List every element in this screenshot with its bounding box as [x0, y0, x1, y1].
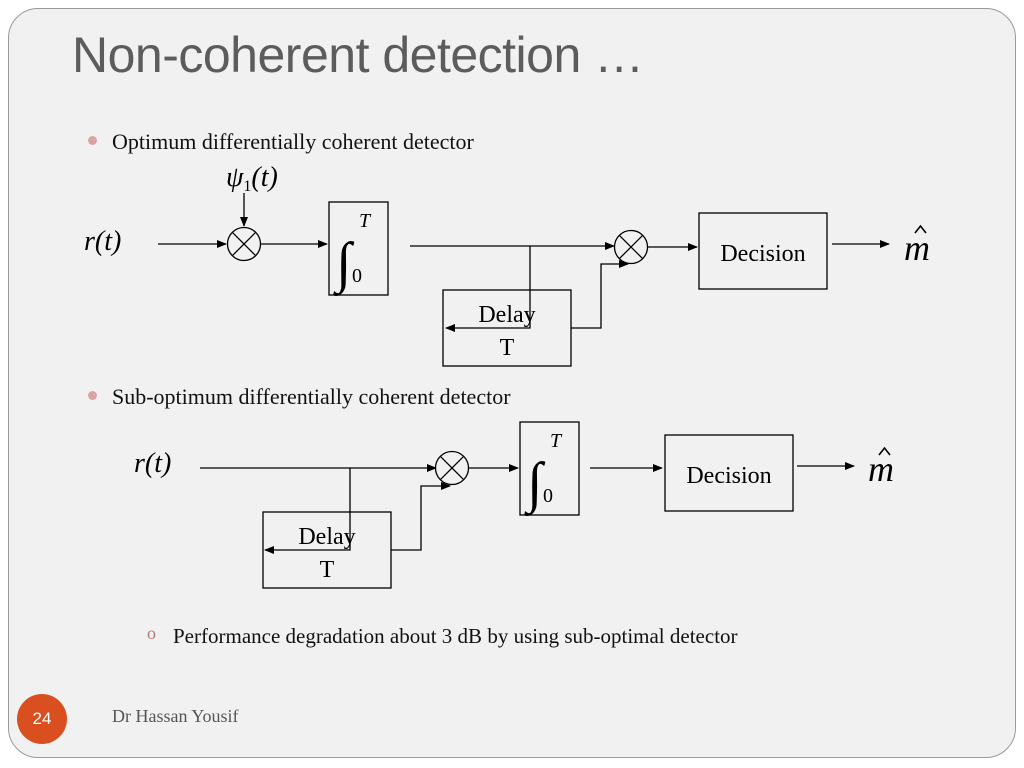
d1-basis-label: ψ1(t) — [226, 162, 278, 195]
d2-decision-label: Decision — [686, 463, 771, 489]
page-number-badge: 24 — [17, 694, 67, 744]
d1-multiplier-icon — [226, 226, 262, 262]
sub-bullet-performance-text: Performance degradation about 3 dB by us… — [173, 624, 738, 648]
d2-decision-block — [664, 434, 794, 512]
d2-integral-sign-icon: ∫ — [524, 452, 546, 517]
d1-integral-lower: 0 — [352, 265, 362, 287]
d1-integral-upper: T — [359, 210, 372, 232]
d2-integrator-block — [519, 421, 580, 516]
bullet-dot-icon — [88, 136, 97, 145]
d1-output-label: m — [904, 228, 930, 268]
d2-input-label: r(t) — [134, 448, 171, 479]
d1-delay-output — [571, 260, 629, 329]
d1-integrator-block — [328, 201, 389, 296]
bullet-suboptimum: Sub-optimum differentially coherent dete… — [88, 384, 511, 410]
slide-frame — [8, 8, 1016, 758]
d2-delay-label-line1: Delay — [298, 524, 355, 550]
d1-multiplier2-icon — [613, 229, 649, 265]
d2-integral-upper: T — [550, 430, 563, 452]
d1-delay-label-line1: Delay — [478, 302, 535, 328]
d2-delay-label-line2: T — [320, 557, 335, 583]
d2-delay-feed — [264, 468, 351, 554]
author-footer: Dr Hassan Yousif — [112, 706, 239, 726]
d1-delay-label-line2: T — [500, 335, 515, 361]
bullet-dot-icon — [88, 391, 97, 400]
sub-bullet-marker-icon: o — [147, 623, 156, 643]
suboptimum-detector-diagram: r(t) Delay T ∫ T 0 Decision m — [134, 421, 894, 589]
d2-delay-output — [391, 482, 451, 551]
optimum-detector-diagram: r(t) ψ1(t) ∫ T 0 Delay T — [84, 162, 930, 367]
sub-bullet-performance: o Performance degradation about 3 dB by … — [147, 623, 738, 649]
d2-integral-lower: 0 — [543, 485, 553, 507]
d2-output-label: m — [868, 449, 894, 489]
bullet-optimum: Optimum differentially coherent detector — [88, 129, 474, 155]
d1-delay-feed — [445, 246, 531, 332]
slide-title: Non-coherent detection … — [72, 27, 644, 83]
d2-output-hat-icon — [878, 446, 891, 456]
d1-input-label: r(t) — [84, 226, 121, 257]
d1-output-hat-icon — [914, 224, 927, 234]
d1-decision-block — [698, 212, 828, 290]
d2-multiplier-icon — [434, 450, 470, 486]
bullet-suboptimum-text: Sub-optimum differentially coherent dete… — [112, 384, 511, 409]
bullet-optimum-text: Optimum differentially coherent detector — [112, 129, 474, 154]
d1-decision-label: Decision — [720, 241, 805, 267]
d1-integral-sign-icon: ∫ — [333, 232, 355, 297]
